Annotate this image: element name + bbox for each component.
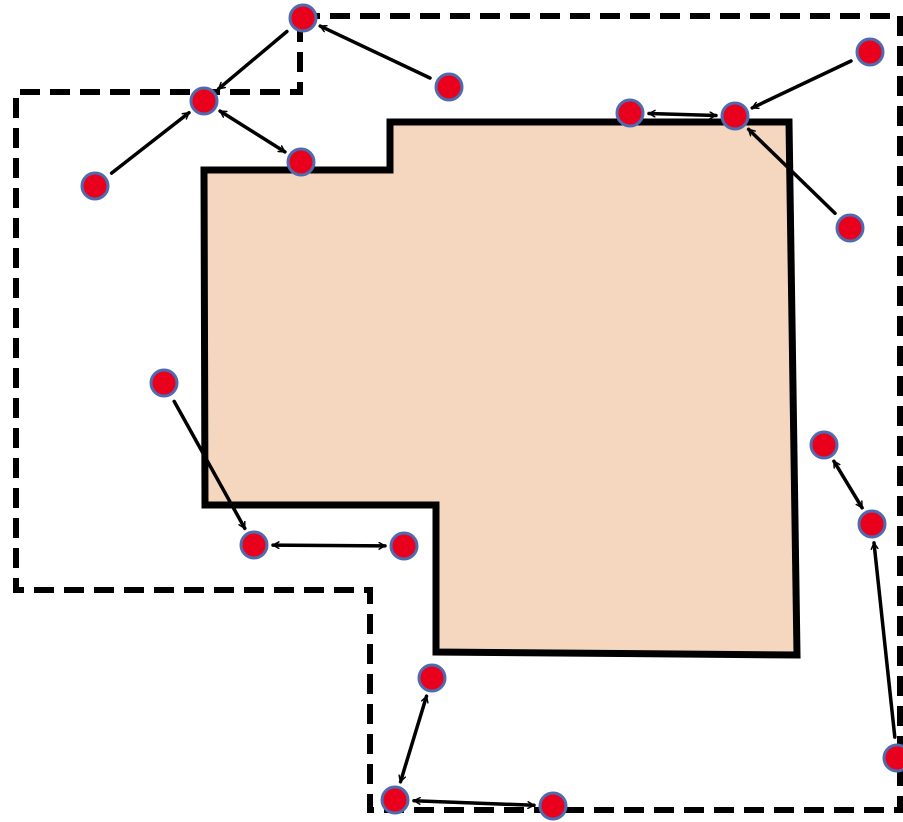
double-arrow-p13-p14 [832, 459, 864, 510]
point-p18 [380, 785, 410, 815]
point-p05 [286, 147, 316, 177]
point-p19 [538, 791, 568, 821]
point-p17 [417, 663, 447, 693]
arrow-p08-p07 [750, 59, 853, 110]
point-p09 [835, 213, 865, 243]
arrows-layer [109, 24, 897, 806]
arrow-p09-p07 [746, 127, 837, 216]
double-arrow-p18-p19 [412, 801, 536, 806]
arrow-p01-p04 [216, 29, 289, 91]
arrow-p15-p16 [874, 541, 897, 739]
double-arrow-p06-p07 [647, 114, 718, 116]
point-p15 [882, 743, 903, 773]
double-arrow-p04-p05 [218, 109, 287, 154]
arrow-p02-p04 [109, 110, 191, 175]
point-p12 [389, 531, 419, 561]
arrow-p10-p11 [172, 399, 247, 531]
point-p01 [288, 3, 318, 33]
double-arrow-p17-p18 [401, 694, 427, 784]
point-p04 [189, 86, 219, 116]
point-p11 [239, 530, 269, 560]
point-p08 [855, 37, 885, 67]
point-p02 [80, 171, 110, 201]
point-p10 [149, 368, 179, 398]
double-arrow-p11-p12 [271, 545, 387, 546]
point-p07 [720, 101, 750, 131]
points-layer [80, 3, 903, 821]
point-p14 [857, 509, 887, 539]
point-p06 [615, 98, 645, 128]
point-p03 [434, 72, 464, 102]
original-shape-polygon [200, 118, 801, 659]
point-p13 [809, 430, 839, 460]
arrow-p03-p01 [318, 24, 432, 80]
